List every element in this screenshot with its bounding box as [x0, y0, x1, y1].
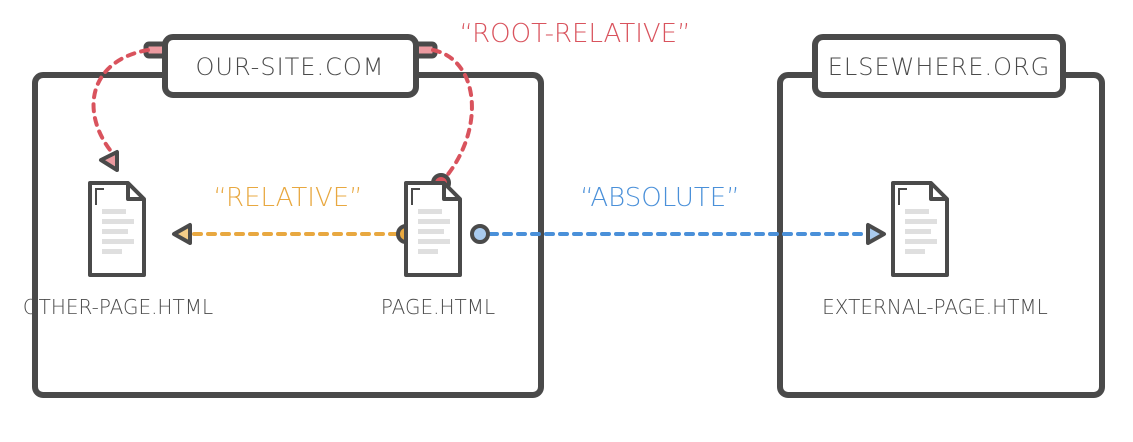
page-label: PAGE.HTML [381, 295, 495, 319]
external-page-document-icon [891, 181, 949, 277]
page-document-icon [404, 181, 462, 277]
elsewhere-title: ELSEWHERE.ORG [828, 53, 1051, 81]
root-relative-line-left [91, 48, 150, 152]
root-relative-arrowhead-icon [99, 150, 119, 172]
relative-arrowhead-icon [172, 223, 192, 245]
absolute-arrowhead-icon [866, 223, 886, 245]
elsewhere-title-tab [812, 34, 1066, 98]
relative-label: “RELATIVE” [213, 183, 362, 213]
our-site-title: OUR-SITE.COM [196, 53, 385, 81]
our-site-title-tab [162, 34, 419, 98]
external-page-label: EXTERNAL-PAGE.HTML [822, 295, 1048, 319]
other-page-document-icon [88, 181, 146, 277]
other-page-label: OTHER-PAGE.HTML [23, 295, 213, 319]
absolute-endpoint-icon [470, 224, 490, 244]
root-relative-label: “ROOT-RELATIVE” [459, 19, 690, 49]
absolute-label: “ABSOLUTE” [580, 183, 739, 213]
our-site-box: OUR-SITE.COM [32, 34, 544, 398]
absolute-link: “ABSOLUTE” [470, 183, 886, 245]
root-relative-line-right [431, 48, 474, 180]
